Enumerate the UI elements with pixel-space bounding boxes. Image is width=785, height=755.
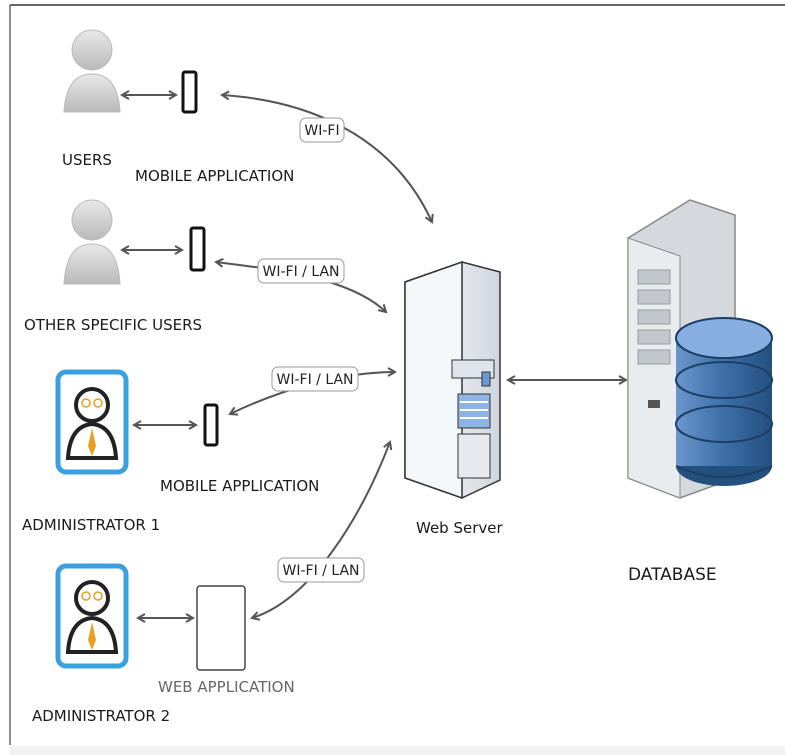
connection-label-box-1 xyxy=(299,117,345,143)
connection-line-4 xyxy=(252,442,390,618)
user-icon xyxy=(63,199,121,285)
phone-icon xyxy=(189,226,206,272)
connection-label-box-4 xyxy=(277,557,365,583)
tablet-icon xyxy=(196,585,246,671)
phone-icon xyxy=(203,403,219,447)
connection-line-1 xyxy=(222,95,432,222)
label-mobile-app-1: MOBILE APPLICATION xyxy=(135,167,294,185)
connection-label-4: WI-FI / LAN xyxy=(283,563,360,579)
phone-icon xyxy=(181,70,198,114)
label-other-users: OTHER SPECIFIC USERS xyxy=(24,316,202,334)
connection-label-box-2 xyxy=(257,258,345,284)
admin-icon xyxy=(55,563,129,669)
label-admin1: ADMINISTRATOR 1 xyxy=(22,516,160,534)
admin-icon xyxy=(55,369,129,475)
label-database: DATABASE xyxy=(628,565,717,585)
connection-label-box-3 xyxy=(271,366,359,392)
label-admin2: ADMINISTRATOR 2 xyxy=(32,707,170,725)
label-mobile-app-2: MOBILE APPLICATION xyxy=(160,477,319,495)
label-web-app: WEB APPLICATION xyxy=(158,678,295,696)
connection-label-2: WI-FI / LAN xyxy=(263,264,340,280)
user-icon xyxy=(63,29,121,113)
label-users: USERS xyxy=(62,151,112,169)
database-icon xyxy=(627,199,773,499)
connection-label-1: WI-FI xyxy=(304,123,339,139)
bottom-strip xyxy=(10,746,785,755)
server-icon xyxy=(404,260,501,500)
label-web-server: Web Server xyxy=(416,519,503,537)
connection-label-3: WI-FI / LAN xyxy=(277,372,354,388)
